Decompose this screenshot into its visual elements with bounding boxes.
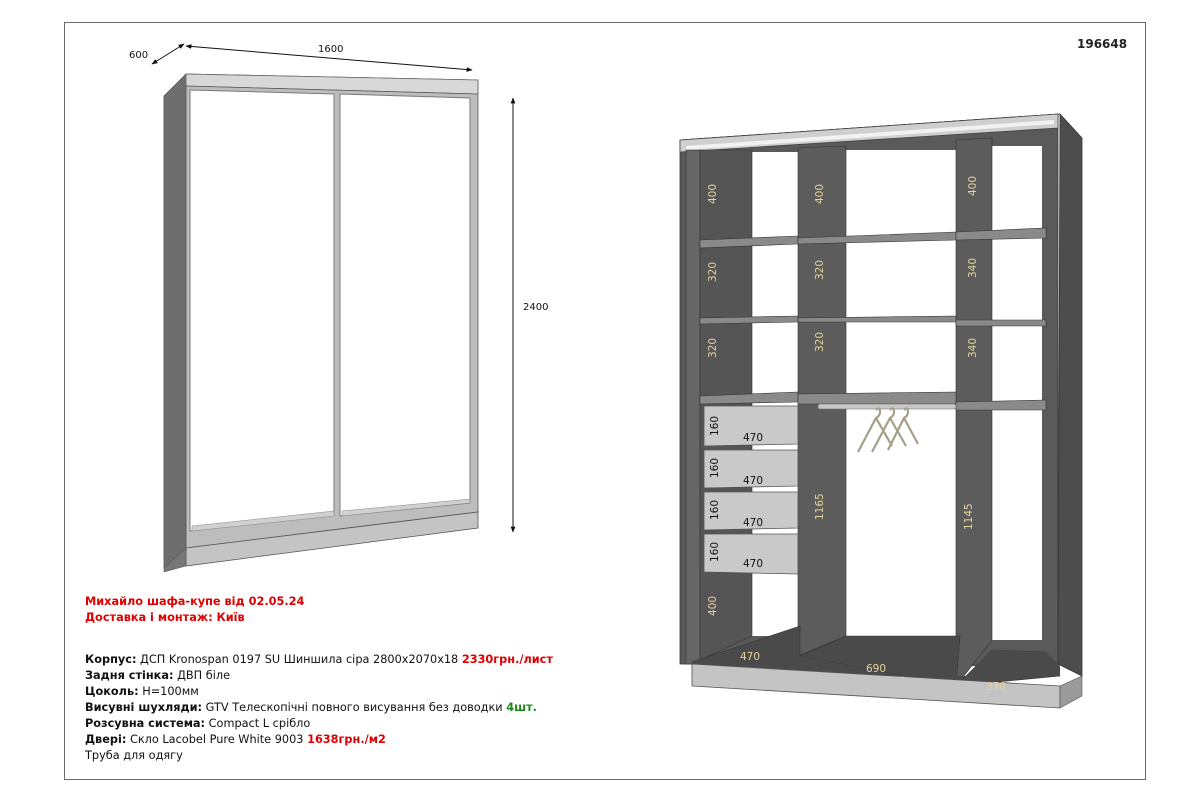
middle-shelf-3: [797, 391, 957, 405]
front-view-plinth-side: [163, 547, 187, 573]
spec-sliding-system: Розсувна система: Compact L срібло: [85, 717, 311, 730]
hangers: [857, 407, 919, 453]
depth-dimension-label: 600: [129, 50, 148, 61]
width-dimension-line: [185, 44, 473, 72]
right-shelf-1: [955, 227, 1047, 241]
middle-dim-1: 400: [814, 184, 826, 204]
right-shelf-2: [955, 319, 1047, 327]
interior-left-side-panel: [685, 149, 701, 665]
left-dim-4: 400: [707, 596, 719, 616]
drawer-1-depth: 470: [743, 432, 763, 444]
bottom-width-left: 470: [740, 651, 760, 663]
order-number: 196648: [1077, 37, 1128, 51]
right-dim-2: 340: [967, 258, 979, 278]
left-section-back: [699, 149, 753, 661]
spec-clothes-rail: Труба для одягу: [85, 749, 183, 762]
drawer-4-height: 160: [709, 542, 721, 562]
bottom-width-right: 370: [986, 681, 1006, 693]
right-door-bottom-rail: [341, 498, 471, 517]
specification-notes: Михайло шафа-купе від 02.05.24 Доставка …: [85, 594, 553, 764]
right-dim-3: 340: [967, 338, 979, 358]
drawer-1: [703, 405, 799, 447]
width-dimension-label: 1600: [318, 44, 343, 55]
drawer-1-height: 160: [709, 416, 721, 436]
interior-plinth-side: [1059, 675, 1083, 709]
drawer-2-height: 160: [709, 458, 721, 478]
bottom-width-middle: 690: [866, 663, 886, 675]
front-view: 1600 600 2400: [129, 43, 548, 573]
spec-plinth: Цоколь: Н=100мм: [85, 685, 199, 698]
spec-drawers: Висувні шухляди: GTV Телескопічні повног…: [85, 701, 537, 714]
spec-doors: Двері: Скло Lacobel Pure White 9003 1638…: [85, 733, 386, 746]
delivery-line: Доставка і монтаж: Київ: [85, 611, 245, 624]
right-divider: [955, 137, 993, 687]
middle-dim-4: 1165: [814, 493, 826, 520]
right-shelf-3: [955, 399, 1047, 411]
middle-dim-3: 320: [814, 332, 826, 352]
spec-body: Корпус: ДСП Kronospan 0197 SU Шиншила сі…: [85, 653, 553, 666]
drawer-4: [703, 533, 799, 575]
interior-top-rail-highlight: [686, 120, 1054, 150]
drawer-2: [703, 449, 799, 489]
height-dimension-label: 2400: [523, 302, 548, 313]
right-door: [339, 93, 471, 517]
interior-view: 400 320 320 400 400 320 320 1165 400 340…: [679, 113, 1083, 709]
depth-dimension-line: [151, 43, 185, 65]
middle-dim-2: 320: [814, 260, 826, 280]
clothes-rail: [817, 403, 957, 410]
order-title: Михайло шафа-купе від 02.05.24: [85, 595, 305, 608]
drawer-3: [703, 491, 799, 531]
spec-back-panel: Задня стінка: ДВП біле: [85, 669, 231, 682]
drawer-2-depth: 470: [743, 475, 763, 487]
left-dim-2: 320: [707, 262, 719, 282]
drawer-3-depth: 470: [743, 517, 763, 529]
right-dim-4: 1145: [963, 503, 975, 530]
drawer-3-height: 160: [709, 500, 721, 520]
left-door-bottom-rail: [191, 510, 335, 532]
right-section-opening: [992, 146, 1042, 640]
left-door: [189, 89, 335, 532]
left-dim-3: 320: [707, 338, 719, 358]
left-dim-1: 400: [707, 184, 719, 204]
drawing-sheet: [64, 22, 1146, 780]
right-dim-1: 400: [967, 176, 979, 196]
drawers: [703, 405, 799, 575]
drawer-4-depth: 470: [743, 558, 763, 570]
